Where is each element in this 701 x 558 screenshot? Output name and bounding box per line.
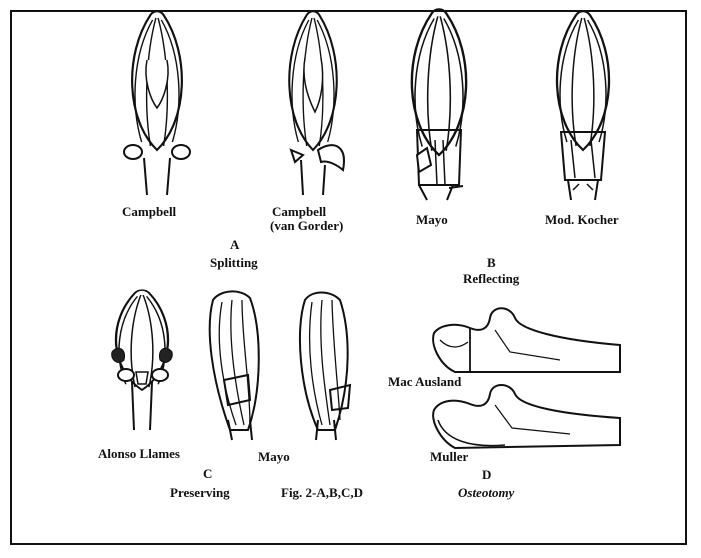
illustration-mayo-preserving-left	[210, 291, 259, 440]
label-osteotomy: Osteotomy	[458, 486, 514, 500]
label-letter-b: B	[487, 256, 496, 270]
label-preserving: Preserving	[170, 486, 230, 500]
label-campbell-van-gorder-line2: (van Gorder)	[270, 219, 343, 233]
label-letter-d: D	[482, 468, 491, 482]
label-campbell-van-gorder-line1: Campbell	[272, 205, 326, 219]
illustration-campbell-van-gorder	[289, 11, 344, 195]
label-letter-a: A	[230, 238, 239, 252]
label-mayo-preserving: Mayo	[258, 450, 290, 464]
label-mayo-reflecting: Mayo	[416, 213, 448, 227]
label-campbell: Campbell	[122, 205, 176, 219]
illustration-muller	[433, 385, 620, 448]
illustration-mod-kocher	[557, 11, 609, 200]
illustration-alonso-llames	[112, 290, 173, 430]
label-alonso-llames: Alonso Llames	[98, 447, 180, 461]
label-muller: Muller	[430, 450, 468, 464]
label-letter-c: C	[203, 467, 212, 481]
illustration-mac-ausland	[433, 308, 620, 372]
label-mod-kocher: Mod. Kocher	[545, 213, 619, 227]
label-splitting: Splitting	[210, 256, 258, 270]
label-mac-ausland: Mac Ausland	[388, 375, 461, 389]
figure-caption: Fig. 2-A,B,C,D	[281, 486, 363, 500]
illustration-mayo-reflecting	[412, 9, 466, 200]
label-reflecting: Reflecting	[463, 272, 519, 286]
illustration-campbell	[124, 11, 190, 195]
illustration-mayo-preserving-right	[300, 293, 350, 441]
